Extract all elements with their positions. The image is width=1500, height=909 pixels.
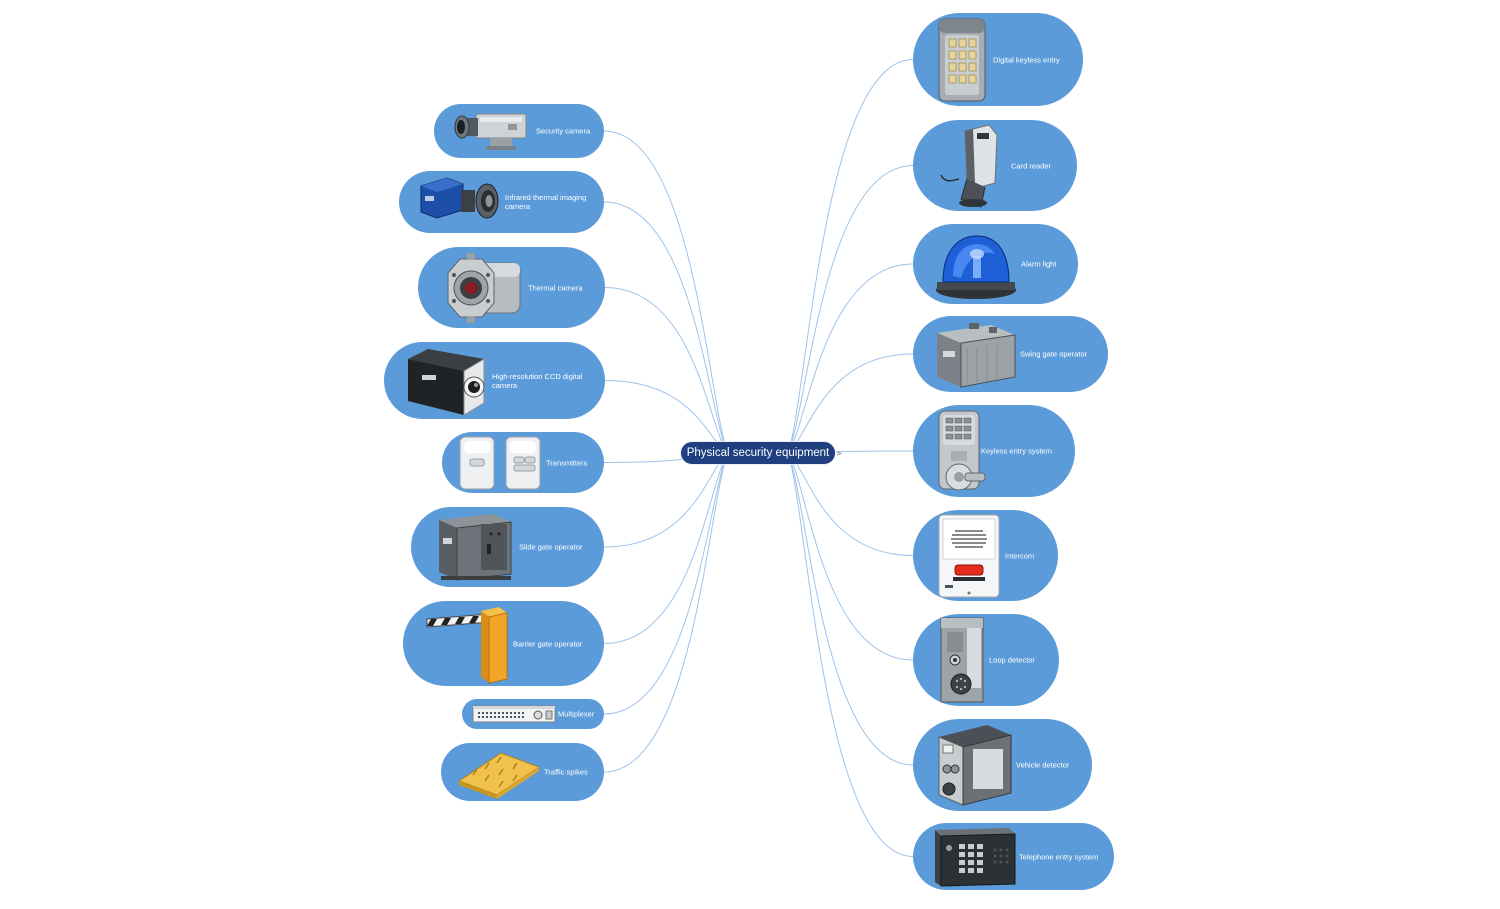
connector-line [787,452,914,661]
swing-gate-operator-icon [937,323,1016,388]
topic-slide-gate-operator[interactable]: Slide gate operator [411,507,604,587]
topic-label: Multiplexer [558,709,595,719]
collapse-handle-icon[interactable] [836,451,843,456]
topic-card-reader[interactable]: Card reader [913,120,1077,211]
topic-multiplexer[interactable]: Multiplexer [462,699,604,729]
connector-line [787,452,914,857]
connector-line [603,201,729,454]
topic-label: Security camera [536,126,591,136]
connector-line [787,263,914,454]
topic-transmitters[interactable]: Transmitters [442,432,604,493]
topic-high-resolution-ccd-digital-camera[interactable]: High-resolution CCD digital camera [384,342,605,419]
topic-telephone-entry-system[interactable]: Telephone entry system [913,823,1114,890]
connector-line [787,452,914,766]
topic-infrared-thermal-imaging-camera[interactable]: Infrared thermal imaging camera [399,171,604,233]
thermal-camera-icon [447,252,521,323]
topic-label: Infrared thermal imaging camera [505,193,587,211]
intercom-icon [938,514,1000,597]
security-camera-icon [454,113,527,150]
transmitters-icon [459,436,541,489]
connector-line [603,130,729,454]
topic-digital-keyless-entry[interactable]: Digital keyless entry [913,13,1083,106]
topic-label: Barrier gate operator [513,639,583,648]
telephone-entry-system-icon [935,827,1016,887]
connector-line [603,452,729,644]
topic-loop-detector[interactable]: Loop detector [913,614,1059,706]
digital-keyless-entry-icon [938,18,986,101]
topic-vehicle-detector[interactable]: Vehicle detector [913,719,1092,811]
topic-label: Digital keyless entry [993,55,1060,64]
keyless-entry-system-icon [938,410,986,491]
traffic-spikes-icon [457,752,541,799]
topic-label: Transmitters [546,458,588,467]
connector-line [604,287,729,454]
multiplexer-icon [472,705,556,723]
topic-label: Slide gate operator [519,542,583,552]
central-topic[interactable]: Physical security equipment [680,441,836,465]
connector-line [787,59,914,454]
connector-line [787,165,914,454]
topic-label: Telephone entry system [1019,852,1099,861]
slide-gate-operator-icon [439,514,512,581]
card-reader-icon [940,123,998,208]
connector-line [603,452,729,548]
topic-barrier-gate-operator[interactable]: Barrier gate operator [403,601,604,686]
topic-thermal-camera[interactable]: Thermal camera [418,247,605,328]
topic-label: Alarm light [1021,259,1057,269]
loop-detector-icon [940,617,984,703]
topic-label: Vehicle detector [1016,760,1070,770]
topic-label: Keyless entry system [981,446,1052,456]
topic-label: Card reader [1011,161,1052,170]
topic-security-camera[interactable]: Security camera [434,104,604,158]
topic-label: Loop detector [989,655,1035,665]
topic-keyless-entry-system[interactable]: Keyless entry system [913,405,1075,497]
topic-swing-gate-operator[interactable]: Swing gate operator [913,316,1108,392]
connector-line [603,452,729,715]
topic-alarm-light[interactable]: Alarm light [913,224,1078,304]
connector-line [603,452,729,773]
topic-label: Swing gate operator [1020,349,1088,359]
infrared-thermal-imaging-camera-icon [420,177,499,219]
alarm-light-icon [936,235,1016,299]
topic-label: Traffic spikes [544,767,588,777]
topic-label: Intercom [1005,551,1035,560]
topic-label: High-resolution CCD digital camera [492,371,583,390]
topic-traffic-spikes[interactable]: Traffic spikes [441,743,604,801]
barrier-gate-operator-icon [426,606,508,684]
connector-line [787,353,914,454]
topic-intercom[interactable]: Intercom [913,510,1058,601]
topic-label: Thermal camera [528,283,583,292]
vehicle-detector-icon [938,725,1012,806]
ccd-digital-camera-icon [408,348,485,416]
